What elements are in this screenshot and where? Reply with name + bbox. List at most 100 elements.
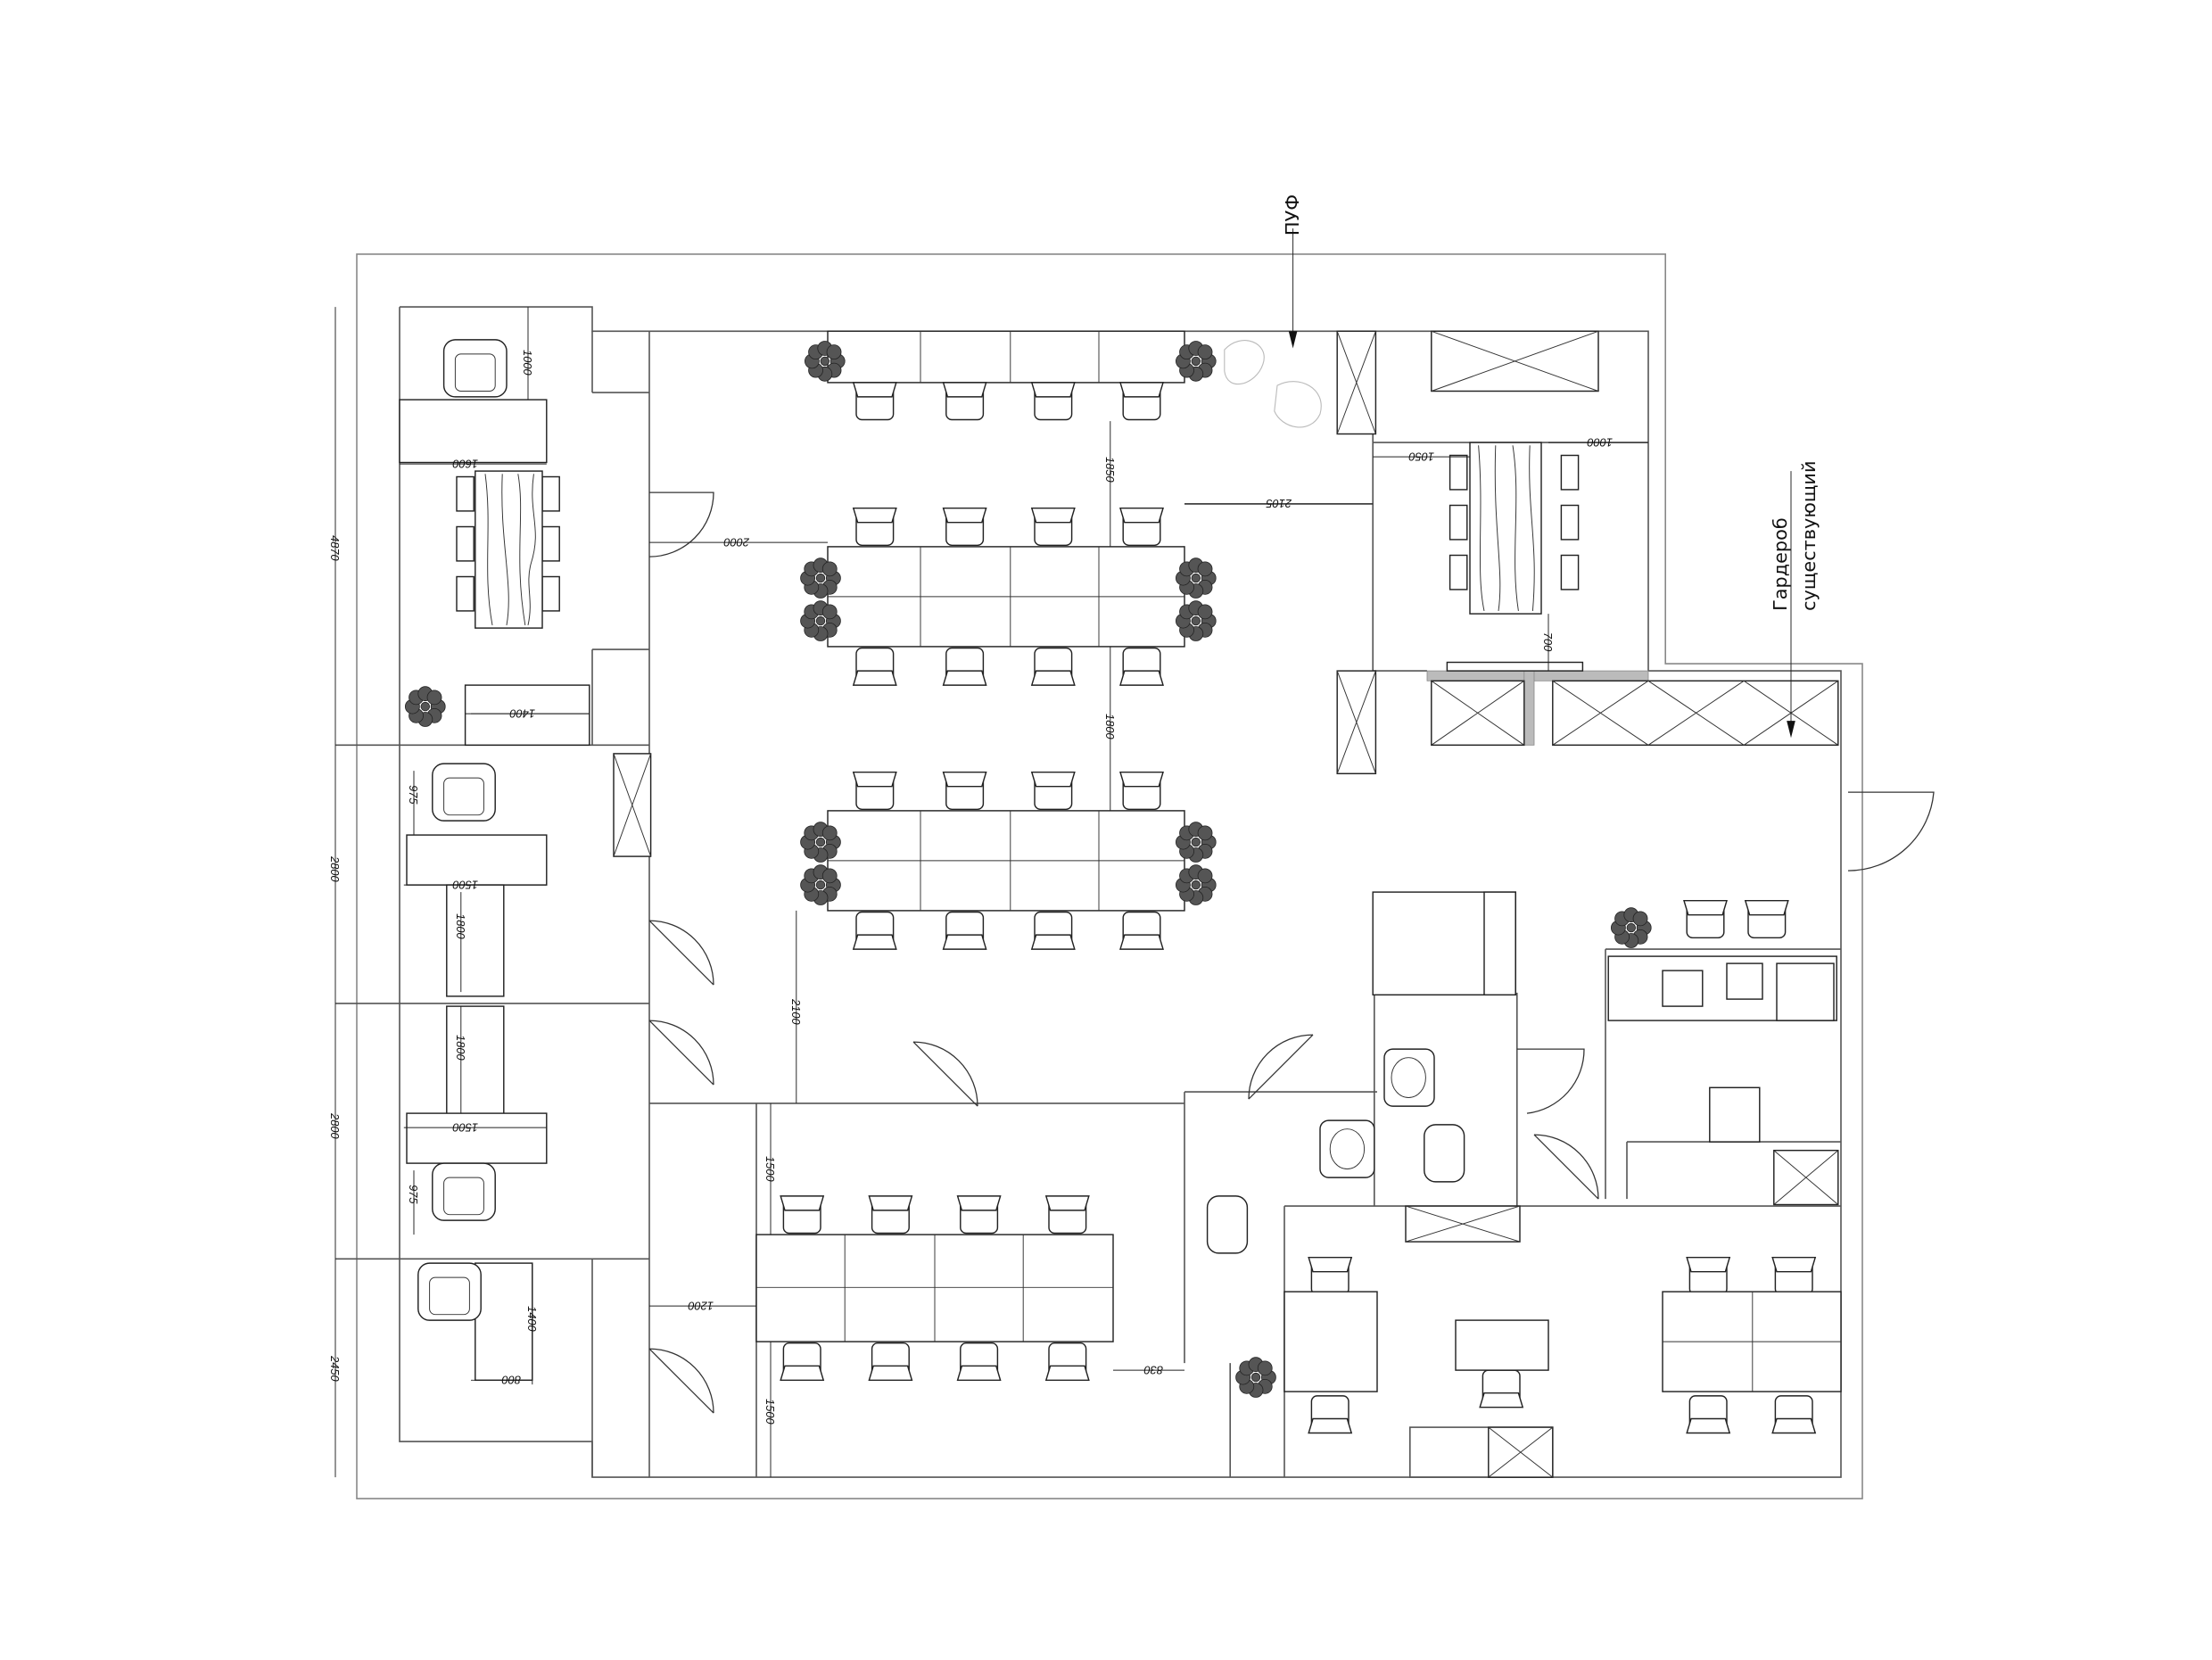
plant-center: [420, 701, 430, 712]
chair: [1030, 911, 1076, 950]
cabinets: [613, 330, 1839, 1478]
plant-leaf: [1197, 561, 1213, 577]
chair-back: [1119, 507, 1164, 524]
plant-center: [815, 880, 826, 890]
chairs: [417, 339, 1817, 1434]
plant-center: [1191, 880, 1201, 890]
plant-center: [820, 356, 830, 367]
chair-back: [852, 382, 897, 398]
chair-back: [868, 1195, 913, 1211]
plant-leaf: [1197, 825, 1213, 841]
plant-icon: [800, 600, 841, 641]
chair-back: [1771, 1417, 1817, 1434]
chair-back: [1044, 1365, 1090, 1382]
sofa: [464, 684, 590, 747]
chair-back: [868, 1365, 913, 1382]
armchair: [442, 339, 508, 398]
chair: [852, 382, 897, 421]
dim-2800-b: 2800: [328, 1112, 342, 1139]
dim-800: 800: [501, 1374, 521, 1387]
chair: [1030, 507, 1076, 547]
chair: [541, 525, 560, 562]
dim-1500-c: 1500: [763, 1156, 777, 1182]
plant-icon: [800, 864, 841, 905]
chair: [852, 771, 897, 811]
chair: [956, 1195, 1002, 1235]
chair-back: [1771, 1256, 1817, 1273]
plant-leaf: [826, 344, 842, 360]
desks: [406, 330, 1185, 1382]
dim-1500-a: 1500: [452, 878, 478, 891]
chair: [1686, 1395, 1731, 1434]
chair-back: [780, 1195, 825, 1211]
chair: [1044, 1342, 1090, 1382]
doors: [648, 491, 1935, 1414]
plant-icon: [1176, 341, 1217, 382]
armchair-seat: [454, 353, 496, 392]
chair: [1744, 899, 1789, 939]
chair: [1030, 382, 1076, 421]
dim-1050: 1050: [1408, 450, 1434, 463]
chair: [942, 911, 987, 950]
dim-2800-a: 2800: [328, 855, 342, 882]
chair-back: [1308, 1417, 1353, 1434]
dim-700: 700: [1541, 632, 1555, 652]
chair-back: [1686, 1417, 1731, 1434]
outer-contour: [356, 253, 1863, 1499]
plant-leaf: [1257, 1360, 1273, 1376]
chair-back: [852, 771, 897, 788]
chair: [1119, 647, 1164, 686]
plant-leaf: [821, 825, 838, 841]
chair: [1308, 1395, 1353, 1434]
armchair-seat: [429, 1276, 470, 1316]
chair-back: [942, 507, 987, 524]
plant-center: [1191, 837, 1201, 847]
chair-back: [1030, 382, 1076, 398]
chair-back: [780, 1365, 825, 1382]
dim-1400-b: 1400: [525, 1306, 539, 1332]
chair-back: [942, 382, 987, 398]
plant-center: [1191, 356, 1201, 367]
chair: [1683, 899, 1728, 939]
dim-2100: 2100: [789, 998, 803, 1025]
chair: [780, 1195, 825, 1235]
desk: [406, 1112, 548, 1164]
chair-back: [1744, 899, 1789, 916]
chair-back: [852, 507, 897, 524]
chair: [1119, 507, 1164, 547]
chair: [1560, 454, 1580, 491]
chair: [956, 1342, 1002, 1382]
chair-back: [942, 934, 987, 950]
sink: [1662, 970, 1704, 1007]
plant-icon: [1176, 600, 1217, 641]
chair-back: [942, 771, 987, 788]
meeting-table-right: [1446, 442, 1584, 672]
chair: [942, 771, 987, 811]
chair-back: [852, 934, 897, 950]
dim-1800: 1800: [1103, 714, 1117, 739]
pouf-label: ПУФ: [1282, 194, 1303, 235]
chair: [1771, 1395, 1817, 1434]
chair-back: [942, 670, 987, 686]
plant-icon: [800, 557, 841, 599]
dim-975-b: 975: [407, 1185, 420, 1204]
plant-leaf: [821, 561, 838, 577]
plant-center: [1191, 573, 1201, 583]
desk: [406, 834, 548, 886]
plant-icon: [1176, 822, 1217, 863]
plants: [405, 341, 1652, 1398]
armchair-seat: [443, 777, 484, 816]
dim-1000: 1000: [521, 350, 534, 376]
chair-back: [852, 670, 897, 686]
desk: [446, 1005, 505, 1119]
chair: [868, 1342, 913, 1382]
dim-1600: 1600: [452, 457, 478, 470]
chair-back: [1119, 771, 1164, 788]
pouf-symbol: [1224, 340, 1322, 428]
kitchen-table: [1709, 1086, 1761, 1143]
dim-1200: 1200: [688, 1299, 714, 1312]
dim-1500-d: 1500: [763, 1399, 777, 1425]
dim-1500-b: 1500: [452, 1120, 478, 1134]
plant-center: [815, 615, 826, 626]
